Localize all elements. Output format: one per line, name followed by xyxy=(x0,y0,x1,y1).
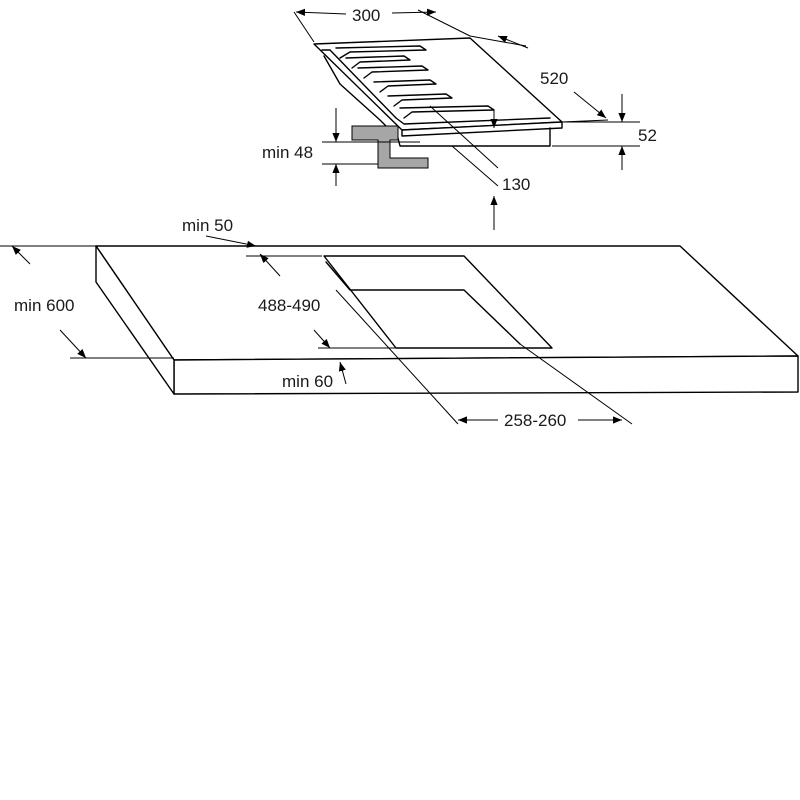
dim-width-label: 300 xyxy=(352,6,380,25)
worktop-drawing xyxy=(95,245,799,395)
worktop-side-face xyxy=(95,245,175,395)
dim-min-clearance-label: min 48 xyxy=(262,143,313,162)
worktop-front-face xyxy=(173,355,799,395)
dim-min-worktop-depth-label: min 600 xyxy=(14,296,74,315)
dim-height-label: 52 xyxy=(638,126,657,145)
worktop-dimension-lines xyxy=(0,235,633,425)
mounting-bracket xyxy=(351,125,429,169)
hob-front-edge xyxy=(401,121,563,137)
dim-min-front-label: min 60 xyxy=(282,372,333,391)
hob-drawing xyxy=(313,37,563,169)
hob-bevel xyxy=(321,49,551,125)
dim-depth-label: 520 xyxy=(540,69,568,88)
dim-cutout-width-label: 258-260 xyxy=(504,411,566,430)
dim-cutout-depth-label: 488-490 xyxy=(258,296,320,315)
hob-cutout xyxy=(323,255,553,349)
cutout-inner-edge xyxy=(325,261,521,345)
hob-dimension-lines xyxy=(293,8,640,230)
dim-under-height-label: 130 xyxy=(502,175,530,194)
dim-min-back-label: min 50 xyxy=(182,216,233,235)
